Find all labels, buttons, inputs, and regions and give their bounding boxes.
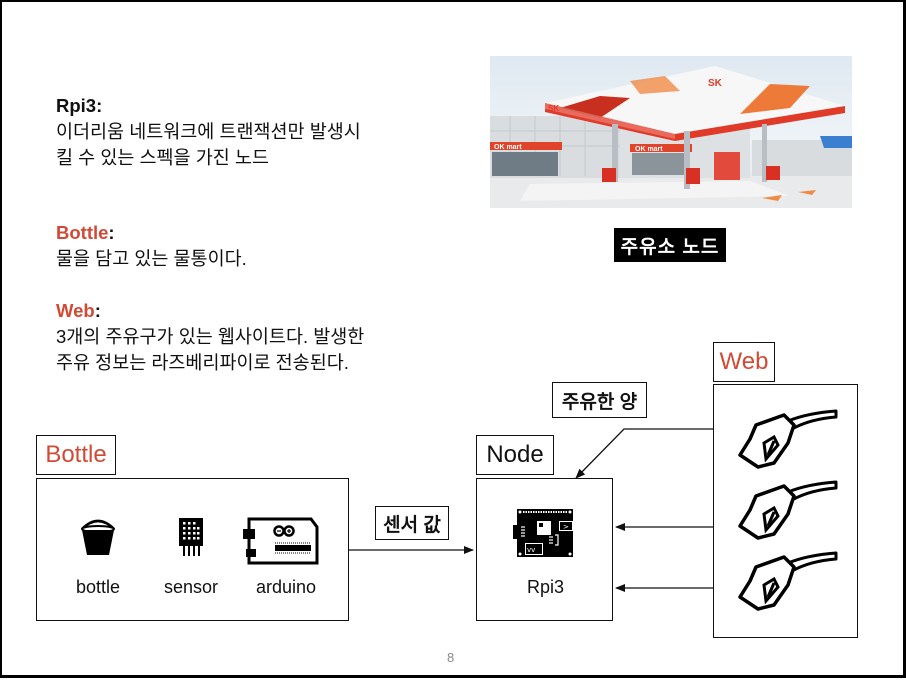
gas-station-photo: OK mart OK mart SK SK <box>490 56 852 208</box>
fuel-nozzle-icon <box>736 549 838 611</box>
rpi3-description: Rpi3: 이더리움 네트워크에 트랜잭션만 발생시 킬 수 있는 스펙을 가진… <box>56 93 361 171</box>
svg-text:vv: vv <box>527 546 535 554</box>
sk-logo-top: SK <box>708 78 723 89</box>
sensor-icon <box>178 517 204 557</box>
web-line-2: 주유 정보는 라즈베리파이로 전송된다. <box>56 352 349 373</box>
bottle-group-label: Bottle <box>36 435 116 475</box>
rpi3-line-2: 킬 수 있는 스펙을 가진 노드 <box>56 147 269 168</box>
svg-text:>: > <box>563 523 569 531</box>
web-title-text: Web <box>56 300 95 321</box>
node-group-label: Node <box>476 435 554 475</box>
sensor-item-label: sensor <box>163 577 219 597</box>
rpi3-title: Rpi3: <box>56 95 103 116</box>
web-line-1: 3개의 주유구가 있는 웹사이트다. 발생한 <box>56 326 365 347</box>
bottle-line-1: 물을 담고 있는 물통이다. <box>56 248 247 269</box>
bucket-icon <box>77 515 119 557</box>
web-title: Web: <box>56 298 364 324</box>
fuel-nozzle-icon <box>736 407 838 469</box>
arduino-item-label: arduino <box>255 577 317 597</box>
bottle-item-label: bottle <box>75 577 121 597</box>
sk-logo-left: SK <box>548 104 559 113</box>
okmart-sign-center: OK mart <box>635 146 663 153</box>
arduino-icon <box>243 517 319 565</box>
web-description: Web: 3개의 주유구가 있는 웹사이트다. 발생한 주유 정보는 라즈베리파… <box>56 298 364 376</box>
gas-station-node-caption: 주유소 노드 <box>614 228 726 262</box>
bottle-title-colon: : <box>108 222 115 243</box>
node-group-box: > vv Rpi3 <box>476 478 613 621</box>
web-title-colon: : <box>94 300 101 321</box>
bottle-title: Bottle: <box>56 220 247 246</box>
web-group-box <box>713 384 858 638</box>
sensor-value-edge-label: 센서 값 <box>375 506 449 540</box>
rpi3-item-label: Rpi3 <box>526 577 565 597</box>
rpi3-line-1: 이더리움 네트워크에 트랜잭션만 발생시 <box>56 121 361 142</box>
fuel-nozzle-icon <box>736 478 838 540</box>
page-number: 8 <box>447 650 455 665</box>
edge-web-nozzle-1-to-node <box>575 428 714 479</box>
web-group-label: Web <box>713 342 775 382</box>
fuel-amount-edge-label: 주유한 양 <box>552 382 647 418</box>
bottle-title-text: Bottle <box>56 222 109 243</box>
raspberry-pi-icon: > vv <box>513 509 575 559</box>
bottle-group-box: bottle sensor <box>36 478 349 621</box>
bottle-description: Bottle: 물을 담고 있는 물통이다. <box>56 220 247 272</box>
okmart-sign-left: OK mart <box>494 144 522 151</box>
